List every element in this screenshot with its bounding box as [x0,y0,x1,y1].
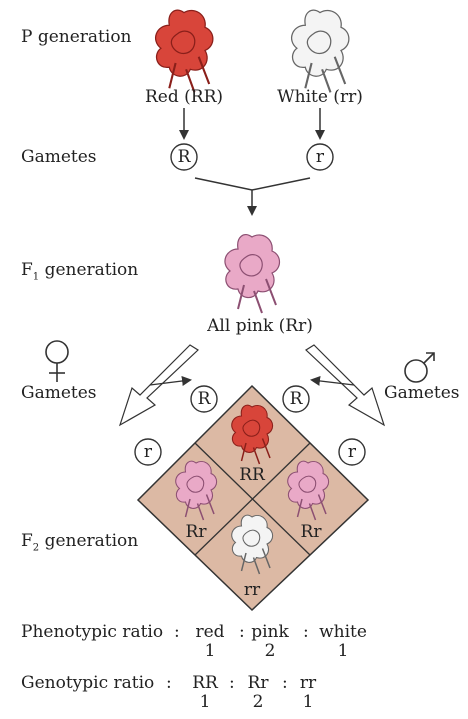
phenotype-sep-2: : [303,622,309,642]
f2-letter: F [21,531,33,551]
phenotype-red-term: red [195,622,225,642]
punnett-bottom-genotype: rr [243,580,261,600]
red-gamete-circle [170,143,198,171]
fertilization-lines [194,177,311,191]
phenotype-pink-value: 2 [264,641,276,661]
p-generation-label: P generation [21,27,132,47]
male-gamete-R-circle [282,385,310,413]
phenotype-white-value: 1 [337,641,349,661]
phenotype-red-value: 1 [204,641,216,661]
white-parent-flower [290,9,350,94]
female-gamete-R-circle [190,385,218,413]
genotypic-ratio-colon: : [166,673,172,693]
female-gamete-r: r [143,442,153,462]
f1-subscript: 1 [32,271,40,283]
white-gamete-circle [306,143,334,171]
genotype-Rr-value: 2 [252,692,264,712]
red-parent-flower [154,9,214,94]
phenotypic-ratio-label: Phenotypic ratio [21,622,164,642]
male-gamete-arrow [305,344,386,427]
male-gamete-R: R [289,389,303,409]
female-gamete-branch [149,376,192,386]
female-gametes-label: Gametes [21,383,97,403]
female-gamete-arrow [118,344,199,427]
f2-subscript: 2 [32,542,40,554]
female-gamete-r-circle [134,438,162,466]
punnett-divider-2 [194,442,311,556]
f1-phenotype-label: All pink (Rr) [207,316,313,336]
male-symbol-icon [404,352,435,383]
punnett-left-genotype: Rr [185,522,207,542]
genotypic-ratio-label: Genotypic ratio [21,673,155,693]
genotype-sep-2: : [282,673,288,693]
phenotype-sep-1: : [239,622,245,642]
genotype-rr-term: rr [299,673,317,693]
female-gamete-R: R [197,389,211,409]
genotype-RR-term: RR [192,673,218,693]
male-gamete-r: r [347,442,357,462]
genotype-sep-1: : [229,673,235,693]
phenotype-pink-term: pink [251,622,289,642]
f1-pink-flower [223,233,281,314]
white-parent-label: White (rr) [277,87,363,107]
red-gamete-allele: R [177,147,191,167]
f2-rest: generation [39,531,139,551]
f1-rest: generation [39,260,139,280]
male-gametes-label: Gametes [384,383,460,403]
gametes-label: Gametes [21,147,97,167]
male-gamete-branch [310,375,355,386]
genotype-RR-value: 1 [199,692,211,712]
phenotypic-ratio-colon: : [174,622,180,642]
punnett-right-genotype: Rr [300,522,322,542]
punnett-top-genotype: RR [239,465,265,485]
f1-letter: F [21,260,33,280]
red-parent-label: Red (RR) [144,87,224,107]
female-symbol-icon [45,340,69,382]
male-gamete-r-circle [338,438,366,466]
genotype-Rr-term: Rr [247,673,269,693]
genotype-rr-value: 1 [302,692,314,712]
f1-generation-label: F1 generation [21,262,138,282]
f2-generation-label: F2 generation [21,533,138,553]
white-gamete-allele: r [315,147,325,167]
phenotype-white-term: white [319,622,367,642]
